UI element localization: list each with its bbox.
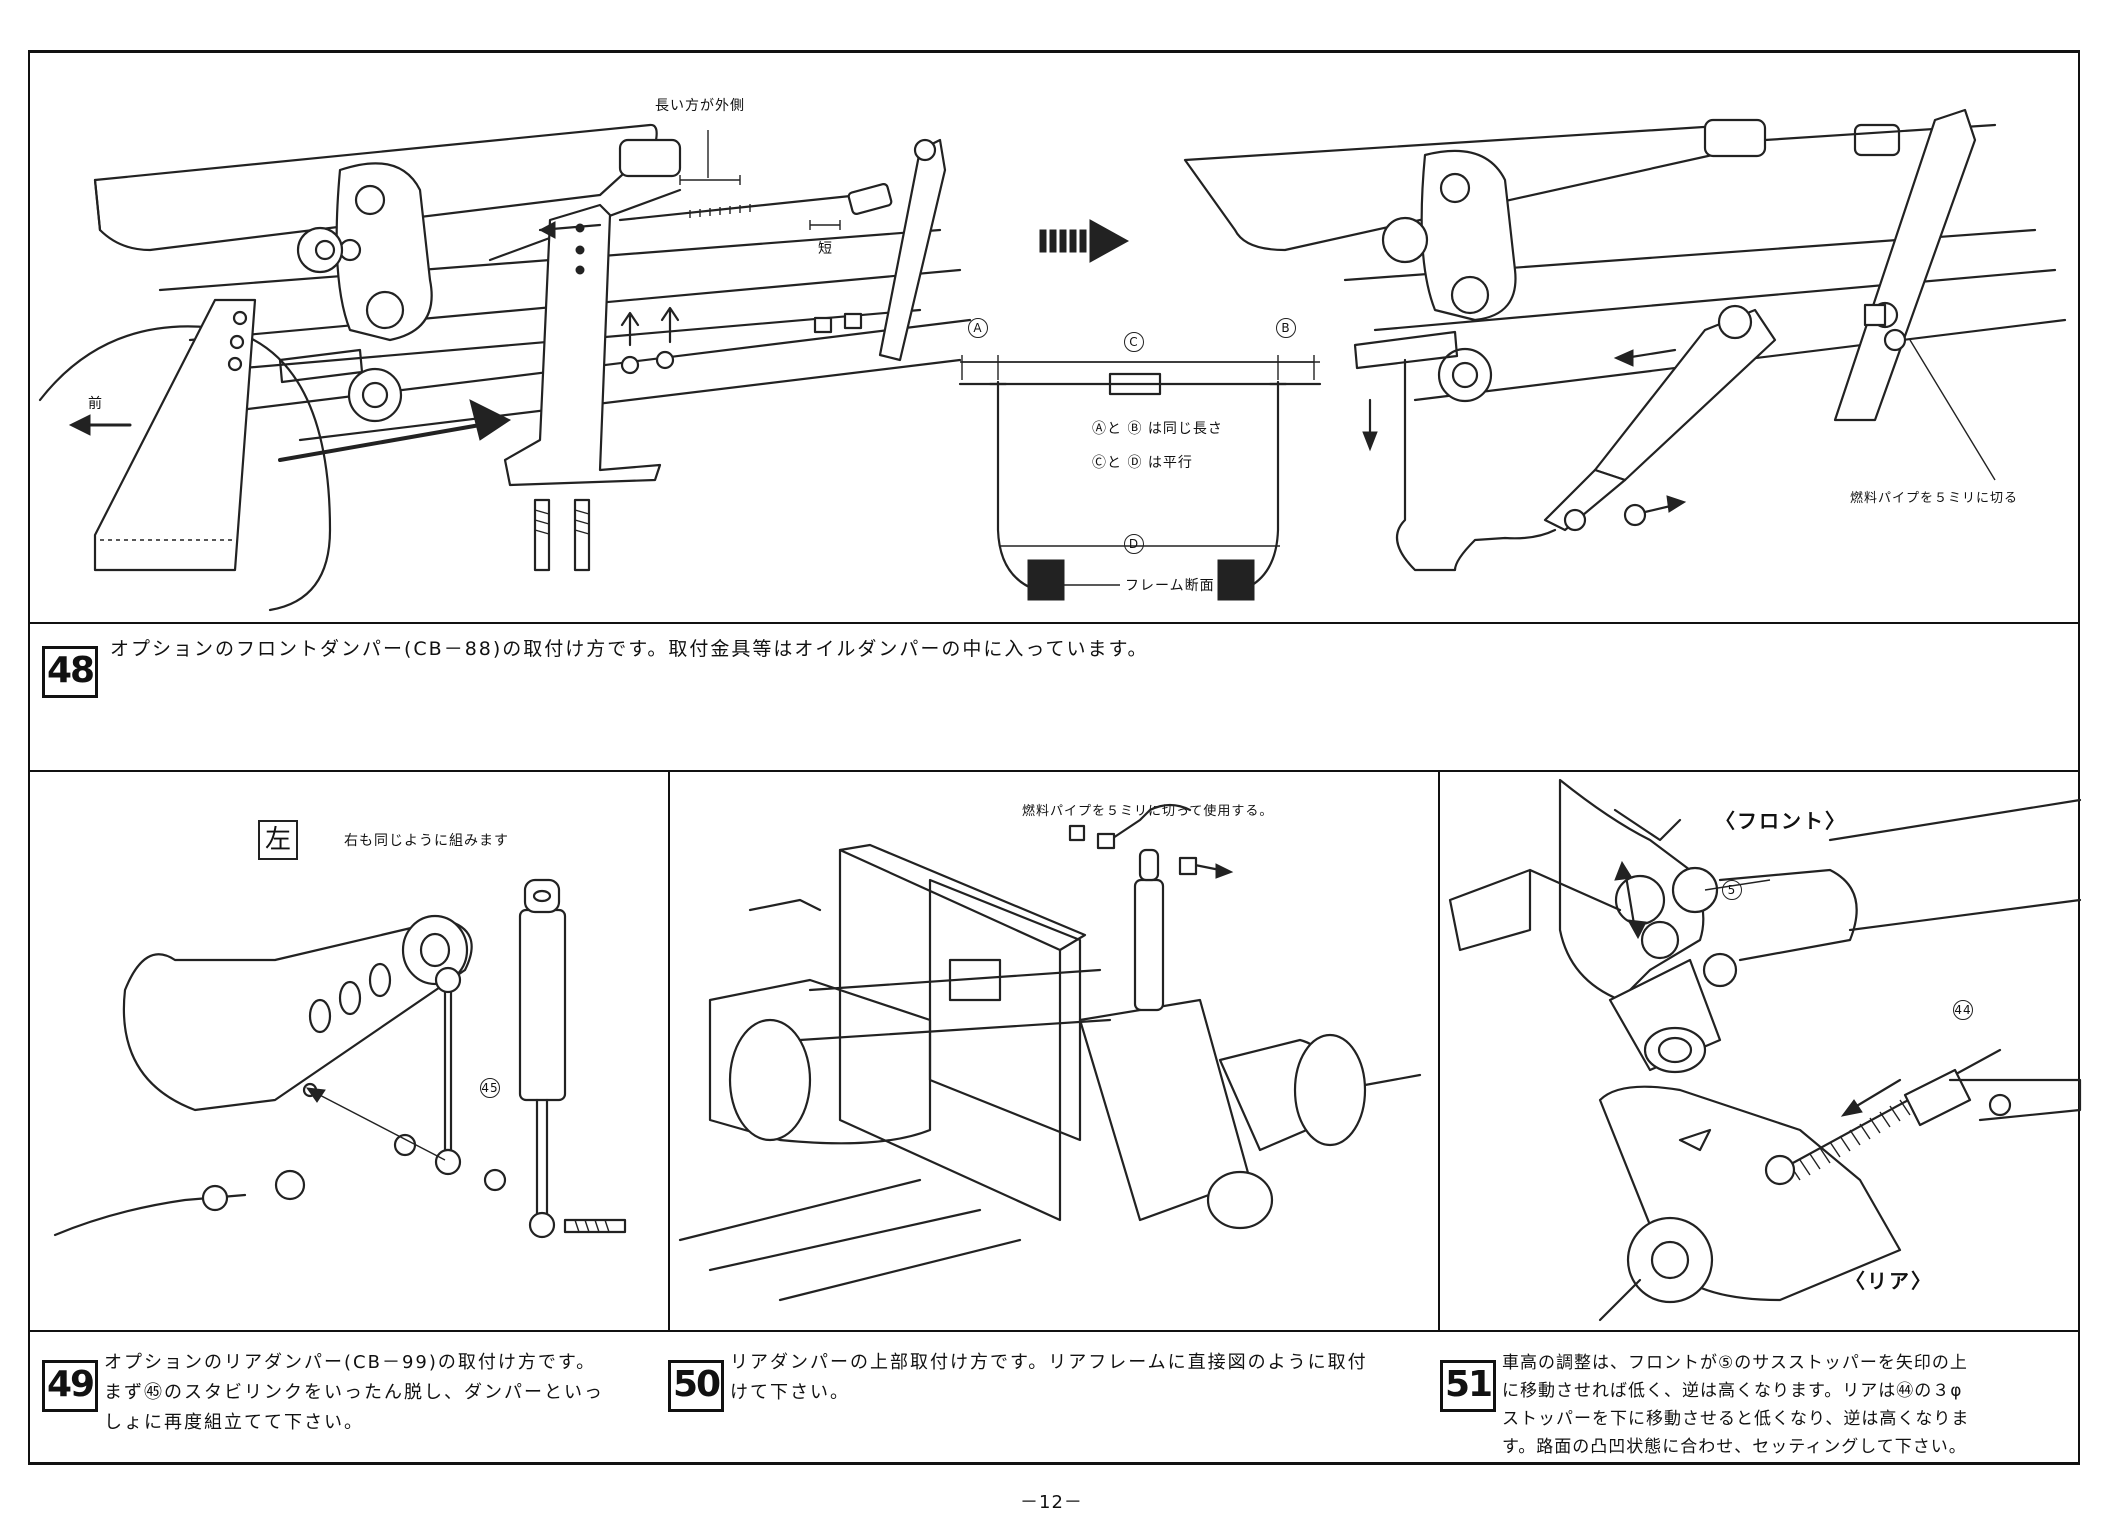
label-front: 前	[88, 396, 103, 412]
bracket-inset-circle	[38, 298, 332, 612]
caption-49-line3: しょに再度組立てて下さい。	[104, 1412, 364, 1433]
label-fuel-pipe-cut: 燃料パイプを５ミリに切る	[1850, 491, 2019, 506]
label-long-outside: 長い方が外側	[655, 98, 745, 114]
caption-50-line2: けて下さい。	[730, 1382, 850, 1403]
bottom-rule	[28, 1462, 2080, 1465]
label-rear-section: 〈リア〉	[1845, 1269, 1933, 1293]
divider-col1	[668, 770, 670, 1330]
caption-50-line1: リアダンパーの上部取付け方です。リアフレームに直接図のように取付	[730, 1352, 1368, 1373]
label-A: A	[968, 318, 988, 338]
right-rule	[2078, 50, 2080, 1465]
step-number-51: 51	[1440, 1360, 1496, 1412]
front-damper-illustration-right	[1183, 108, 2067, 572]
label-44: 44	[1953, 1000, 1973, 1020]
caption-48: オプションのフロントダンパー(CB－88)の取付け方です。取付金具等はオイルダン…	[110, 638, 1149, 660]
caption-51-line2: に移動させれば低く、逆は高くなります。リアは㊹の３φ	[1502, 1381, 1963, 1401]
ride-height-front-illustration	[1448, 778, 2082, 1074]
rear-damper-illustration	[53, 878, 627, 1239]
step-number-49: 49	[42, 1360, 98, 1412]
page-number: －12－	[1020, 1492, 1083, 1513]
caption-51-line3: ストッパーを下に移動させると低くなり、逆は高くなりま	[1502, 1409, 1970, 1429]
label-D: D	[1124, 534, 1144, 554]
label-frame-section: フレーム断面	[1125, 578, 1215, 594]
label-short: 短	[818, 241, 833, 257]
label-left: 左	[258, 820, 298, 860]
caption-49-line1: オプションのリアダンパー(CB－99)の取付け方です。	[104, 1352, 597, 1373]
ride-height-rear-illustration	[1598, 1048, 2082, 1322]
left-rule	[28, 50, 30, 1465]
note-cd-parallel: Ⓒと Ⓓ は平行	[1092, 455, 1193, 471]
rear-damper-upper-mount-illustration	[678, 803, 1422, 1302]
caption-49-line2: まず㊺のスタビリンクをいったん脱し、ダンパーといっ	[104, 1382, 604, 1403]
label-same-right: 右も同じように組みます	[344, 833, 509, 849]
transition-arrow	[1039, 219, 1130, 263]
note-ab-same-length: Ⓐと Ⓑ は同じ長さ	[1092, 421, 1223, 437]
divider-col2	[1438, 770, 1440, 1330]
caption-51-line1: 車高の調整は、フロントが⑤のサスストッパーを矢印の上	[1502, 1353, 1968, 1373]
top-rule	[28, 50, 2080, 53]
label-fuel-pipe-use: 燃料パイプを５ミリに切って使用する。	[1022, 804, 1274, 819]
front-damper-illustration-left	[93, 123, 972, 572]
step-number-48: 48	[42, 646, 98, 698]
divider-middle	[28, 770, 2080, 772]
label-front-section: 〈フロント〉	[1715, 809, 1847, 833]
step-number-50: 50	[668, 1360, 724, 1412]
label-5: 5	[1722, 880, 1742, 900]
label-45: 45	[480, 1078, 500, 1098]
caption-51-line4: す。路面の凸凹状態に合わせ、セッティングして下さい。	[1502, 1437, 1967, 1457]
label-B: B	[1276, 318, 1296, 338]
link-schematic	[958, 355, 1322, 601]
divider-48-caption	[28, 622, 2080, 624]
divider-lower-captions	[28, 1330, 2080, 1332]
label-C: C	[1124, 332, 1144, 352]
